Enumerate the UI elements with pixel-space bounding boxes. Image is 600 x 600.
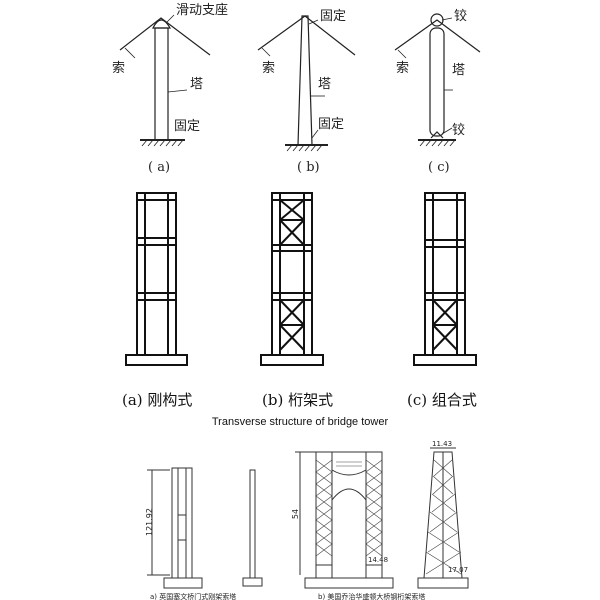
leader-hinge-top — [441, 17, 453, 21]
severn-base — [163, 577, 203, 589]
truss-left-leg — [271, 192, 281, 356]
rigid-right-leg — [167, 192, 177, 356]
gwb-left-leg — [315, 451, 333, 579]
ground-hatch-b — [286, 144, 323, 152]
label-cable-a: 索 — [112, 61, 125, 76]
leader-cable-a — [124, 47, 136, 59]
caption-truss: (b) 桁架式 — [262, 391, 333, 409]
dim-height-gwb: 54 — [291, 509, 300, 519]
tower-diagram-c — [394, 13, 481, 147]
tower-diagram-a — [119, 14, 211, 147]
gwb-base — [304, 577, 394, 589]
rigid-base — [125, 354, 188, 366]
label-cable-b: 索 — [262, 61, 275, 76]
gwb-top-arch — [331, 451, 367, 476]
leader-fixed-top-b — [308, 19, 319, 25]
combined-right-leg — [456, 192, 466, 356]
severn-tower-drawing — [147, 467, 263, 589]
combined-left-leg — [424, 192, 434, 356]
combined-base — [413, 354, 477, 366]
tower-diagram-b — [257, 15, 356, 152]
label-fixed-a: 固定 — [174, 119, 200, 134]
gwb-portal-arch — [331, 488, 367, 501]
tower-c-body — [429, 27, 445, 137]
caption-rigid-frame: (a) 刚构式 — [122, 391, 192, 409]
ground-hatch-c — [419, 139, 456, 147]
truss-beam-2 — [271, 292, 313, 301]
caption-severn-tower: a) 英国塞文桥门式刚架索塔 — [150, 592, 236, 600]
severn-right-leg — [185, 467, 193, 579]
subtitle-transverse-structure: Transverse structure of bridge tower — [212, 416, 389, 428]
dim-width-right-gwb: 17.07 — [448, 566, 468, 574]
leader-fixed-bottom-b — [311, 129, 319, 139]
caption-c: ( c) — [428, 160, 450, 175]
frame-truss — [260, 192, 324, 366]
label-fixed-top-b: 固定 — [320, 9, 346, 24]
leader-sliding-support — [166, 14, 175, 23]
frame-combined — [413, 192, 477, 366]
severn-side-view — [249, 469, 256, 579]
label-tower-a: 塔 — [190, 77, 203, 92]
combined-beam-2 — [424, 292, 466, 301]
label-hinge-bottom: 铰 — [452, 123, 465, 138]
leader-hinge-bottom — [441, 127, 453, 135]
rigid-beam-2 — [136, 292, 177, 301]
rigid-left-leg — [136, 192, 146, 356]
truss-beam-1 — [271, 244, 313, 252]
cable-b — [257, 15, 356, 56]
sliding-support-cap — [152, 19, 172, 29]
label-fixed-bottom-b: 固定 — [318, 117, 344, 132]
ground-hatch-a — [141, 139, 184, 147]
severn-left-leg — [171, 467, 179, 579]
gwb-side-lattice — [425, 459, 462, 575]
truss-top-beam — [271, 192, 313, 201]
gwb-tower-side — [417, 447, 469, 589]
leader-cable-b — [261, 47, 271, 57]
cable-c — [394, 19, 481, 53]
gwb-tower-front — [295, 451, 394, 589]
dim-width-left-gwb: 14.48 — [368, 556, 388, 564]
rigid-top-beam — [136, 192, 177, 201]
label-tower-b: 塔 — [318, 77, 331, 92]
hinge-bottom — [430, 131, 444, 139]
leader-tower-a — [167, 89, 188, 93]
caption-a: ( a) — [148, 160, 170, 175]
combined-top-beam — [424, 192, 466, 201]
severn-side-base — [242, 577, 263, 587]
label-sliding-support: 滑动支座 — [176, 3, 228, 18]
caption-gwb-tower: b) 美国乔治华盛顿大桥钢桁架索塔 — [318, 592, 425, 600]
gwb-side-base — [417, 577, 469, 589]
caption-b: ( b) — [297, 160, 320, 175]
frame-rigid — [125, 192, 188, 366]
combined-beam-1 — [424, 239, 466, 248]
dim-top-gwb: 11.43 — [432, 440, 452, 448]
gwb-truss-lattice — [315, 459, 383, 557]
truss-base — [260, 354, 324, 366]
truss-right-leg — [303, 192, 313, 356]
caption-combined: (c) 组合式 — [407, 391, 477, 409]
label-cable-c: 索 — [396, 61, 409, 76]
rigid-beam-1 — [136, 237, 177, 246]
dim-height-severn: 121.92 — [145, 508, 154, 536]
label-hinge-top: 铰 — [454, 9, 467, 24]
cable-a — [119, 17, 211, 56]
leader-cable-c — [397, 49, 407, 59]
label-tower-c: 塔 — [452, 63, 465, 78]
tower-b-body — [297, 15, 313, 146]
